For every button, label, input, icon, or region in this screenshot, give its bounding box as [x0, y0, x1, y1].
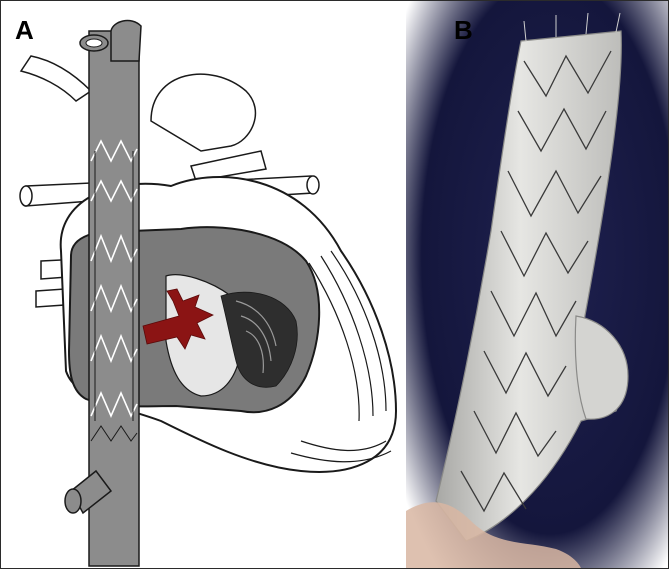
panel-label-a: A — [15, 15, 34, 46]
heart-stent-diagram — [1, 1, 406, 568]
stent-graft-photo — [406, 1, 668, 568]
aortic-arch — [151, 74, 255, 151]
panel-label-b: B — [454, 15, 473, 46]
panel-b-photograph: B — [406, 1, 668, 568]
panel-a-illustration: A — [1, 1, 406, 568]
left-vessel-upper — [21, 56, 91, 101]
